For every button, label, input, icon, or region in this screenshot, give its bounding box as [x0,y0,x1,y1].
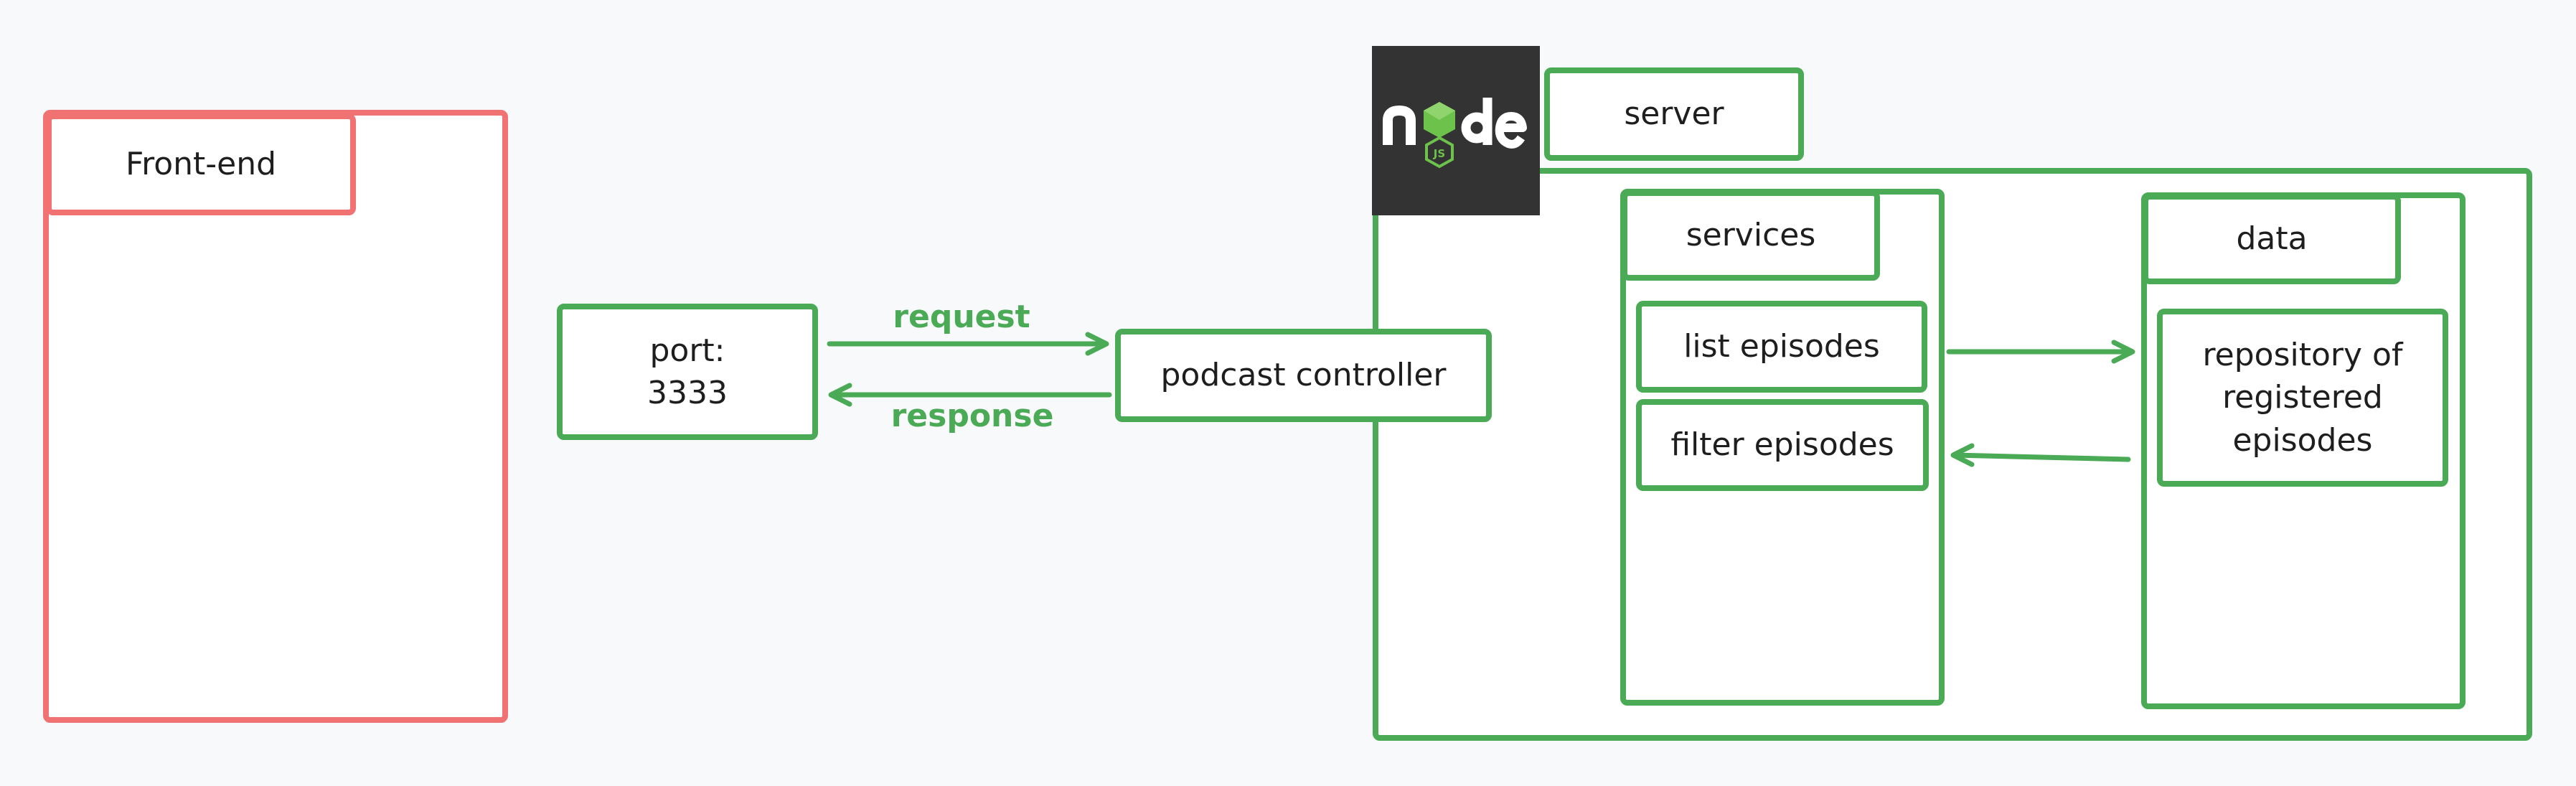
data-title-box: data [2143,194,2401,284]
services-title: services [1686,217,1816,254]
data-title: data [2236,220,2308,258]
nodejs-logo-icon: JS [1383,98,1527,169]
response-arrowhead [828,383,852,407]
repository-label: repository of registered episodes [2202,336,2403,459]
list-episodes-box: list episodes [1636,301,1927,393]
port-box: port: 3333 [557,304,818,440]
request-label: request [893,298,1030,335]
nodejs-logo: JS [1372,46,1540,215]
server-title: server [1624,95,1724,133]
nodejs-badge-text: JS [1433,147,1445,160]
podcast-controller-label: podcast controller [1160,357,1447,394]
port-label: port: 3333 [647,332,728,411]
filter-episodes-label: filter episodes [1670,426,1894,464]
podcast-controller-box: podcast controller [1115,329,1492,422]
services-title-box: services [1622,190,1880,281]
request-arrowhead [1085,332,1109,356]
frontend-title-box: Front-end [46,113,356,215]
repository-box: repository of registered episodes [2157,309,2448,487]
response-label: response [890,397,1054,434]
list-episodes-label: list episodes [1683,328,1880,365]
frontend-title: Front-end [125,146,277,183]
server-title-box: server [1544,67,1804,161]
filter-episodes-box: filter episodes [1636,399,1929,491]
